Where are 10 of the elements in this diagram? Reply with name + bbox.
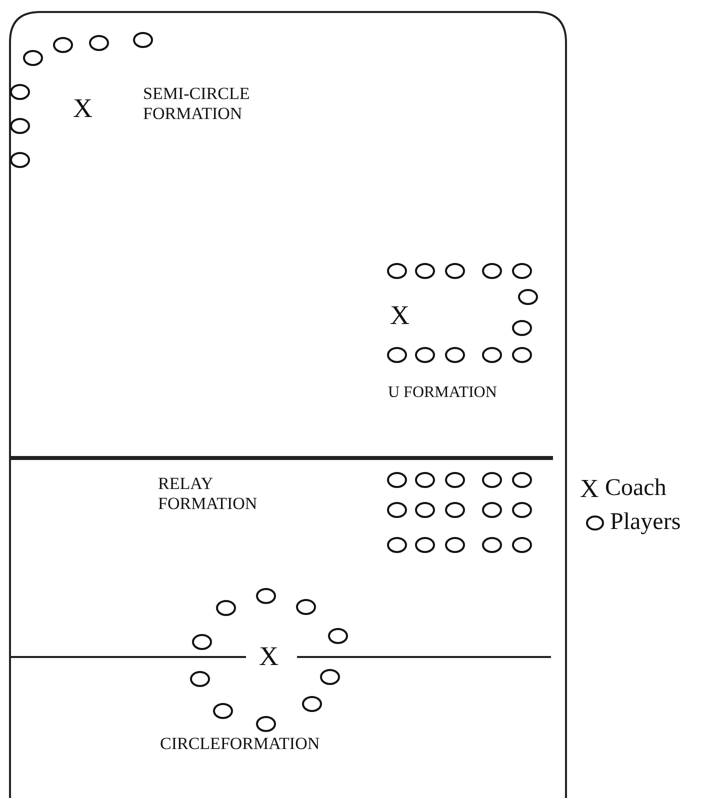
formation-label: SEMI-CIRCLE FORMATION <box>143 84 251 124</box>
legend-text: Coach <box>605 476 666 500</box>
coach-marker: X <box>390 300 410 332</box>
formation-label: RELAY FORMATION <box>158 474 258 514</box>
formation-label: CIRCLEFORMATION <box>160 734 321 754</box>
coach-marker: X <box>259 641 280 672</box>
legend-symbol: X <box>580 474 600 504</box>
coach-marker: X <box>73 93 94 124</box>
formation-label: U FORMATION <box>388 384 498 402</box>
legend-text: Players <box>610 510 681 534</box>
